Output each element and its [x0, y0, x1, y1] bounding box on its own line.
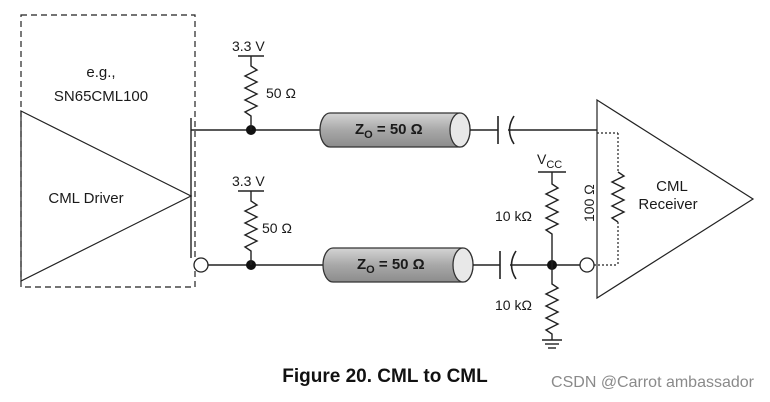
receiver-label-line2: Receiver	[638, 196, 697, 213]
watermark: CSDN @Carrot ambassador	[551, 374, 754, 391]
top-cable-end	[449, 112, 471, 148]
driver-boundary	[20, 14, 196, 288]
bottom-cable-impedance: ZO = 50 Ω	[357, 256, 425, 276]
receiver-triangle	[596, 98, 755, 300]
bottom-pullup-value: 50 Ω	[262, 220, 292, 236]
driver-triangle	[20, 110, 193, 282]
driver-part-number: SN65CML100	[54, 88, 148, 105]
top-pullup-resistor	[243, 56, 259, 130]
termination-resistor	[610, 171, 626, 223]
receiver-label-line1: CML	[656, 178, 688, 195]
driver-example-text: e.g.,	[86, 64, 115, 81]
driver-label: CML Driver	[48, 190, 123, 207]
top-supply-label: 3.3 V	[232, 38, 265, 54]
bias-upper-resistor	[544, 172, 560, 265]
bias-lower-resistor	[544, 265, 560, 340]
vcc-label: VCC	[537, 151, 562, 171]
top-pullup-value: 50 Ω	[266, 85, 296, 101]
bias-upper-value: 10 kΩ	[495, 208, 532, 224]
figure-caption: Figure 20. CML to CML	[282, 366, 488, 387]
receiver-inverted-input	[579, 257, 595, 273]
bottom-supply-label: 3.3 V	[232, 173, 265, 189]
termination-value: 100 Ω	[581, 184, 597, 222]
driver-inverted-output	[193, 257, 209, 273]
bottom-pullup-resistor	[243, 191, 259, 265]
bias-lower-value: 10 kΩ	[495, 297, 532, 313]
top-cable-impedance: ZO = 50 Ω	[355, 121, 423, 141]
bottom-cable-end	[452, 247, 474, 283]
